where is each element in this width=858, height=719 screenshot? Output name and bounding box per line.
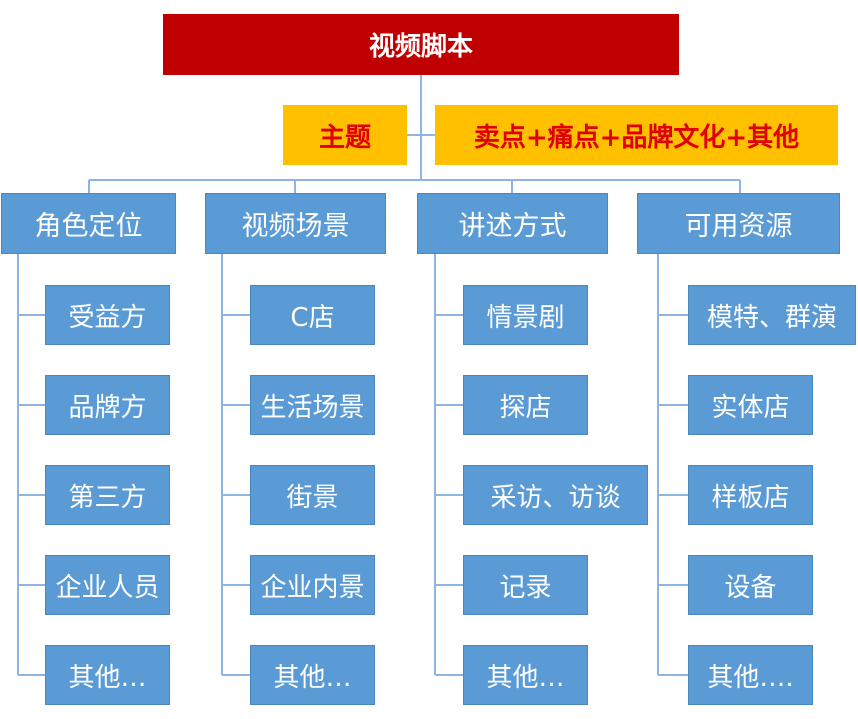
leaf-label: 探店 xyxy=(499,392,552,423)
leaf-label: 品牌方 xyxy=(68,392,147,423)
category-narration: 讲述方式 xyxy=(417,193,608,254)
leaf-label: 其他…. xyxy=(707,662,794,693)
leaf-label: 模特、群演 xyxy=(706,302,837,333)
leaf-label: 采访、访谈 xyxy=(490,482,621,513)
leaf-node: 受益方 xyxy=(45,285,170,345)
leaf-node: 其他… xyxy=(45,645,170,705)
category-scene: 视频场景 xyxy=(205,193,386,254)
category-label: 讲述方式 xyxy=(458,211,567,242)
leaf-label: 受益方 xyxy=(68,302,147,333)
leaf-node: 样板店 xyxy=(688,465,813,525)
leaf-node: 企业内景 xyxy=(250,555,375,615)
leaf-label: 企业人员 xyxy=(55,572,160,603)
leaf-label: 设备 xyxy=(724,572,777,603)
category-label: 可用资源 xyxy=(684,211,793,242)
leaf-node: 第三方 xyxy=(45,465,170,525)
leaf-node: 设备 xyxy=(688,555,813,615)
topic-label: 主题 xyxy=(318,122,371,153)
category-role: 角色定位 xyxy=(1,193,176,254)
root-node: 视频脚本 xyxy=(163,14,679,75)
leaf-label: C店 xyxy=(290,302,335,333)
leaf-node: 采访、访谈 xyxy=(463,465,648,525)
topic-node: 主题 xyxy=(283,105,407,165)
category-label: 视频场景 xyxy=(241,211,350,242)
leaf-label: 第三方 xyxy=(68,482,147,513)
leaf-label: 记录 xyxy=(499,572,552,603)
leaf-label: 其他… xyxy=(68,662,147,693)
leaf-node: 情景剧 xyxy=(463,285,588,345)
selling-points-label: 卖点+痛点+品牌文化+其他 xyxy=(473,122,800,153)
leaf-label: 街景 xyxy=(286,482,339,513)
leaf-label: 生活场景 xyxy=(260,392,365,423)
category-resources: 可用资源 xyxy=(637,193,840,254)
leaf-label: 情景剧 xyxy=(486,302,565,333)
leaf-node: 其他… xyxy=(463,645,588,705)
leaf-node: 其他… xyxy=(250,645,375,705)
leaf-node: 其他…. xyxy=(688,645,813,705)
root-label: 视频脚本 xyxy=(368,32,473,62)
leaf-label: 其他… xyxy=(273,662,352,693)
leaf-label: 样板店 xyxy=(711,482,790,513)
leaf-label: 实体店 xyxy=(711,392,790,423)
leaf-node: 探店 xyxy=(463,375,588,435)
leaf-node: 企业人员 xyxy=(45,555,170,615)
leaf-label: 其他… xyxy=(486,662,565,693)
leaf-node: 生活场景 xyxy=(250,375,375,435)
leaf-label: 企业内景 xyxy=(260,572,365,603)
category-label: 角色定位 xyxy=(34,211,143,242)
leaf-node: C店 xyxy=(250,285,375,345)
leaf-node: 实体店 xyxy=(688,375,813,435)
leaf-node: 记录 xyxy=(463,555,588,615)
leaf-node: 街景 xyxy=(250,465,375,525)
selling-points-node: 卖点+痛点+品牌文化+其他 xyxy=(435,105,838,165)
leaf-node: 品牌方 xyxy=(45,375,170,435)
leaf-node: 模特、群演 xyxy=(688,285,856,345)
